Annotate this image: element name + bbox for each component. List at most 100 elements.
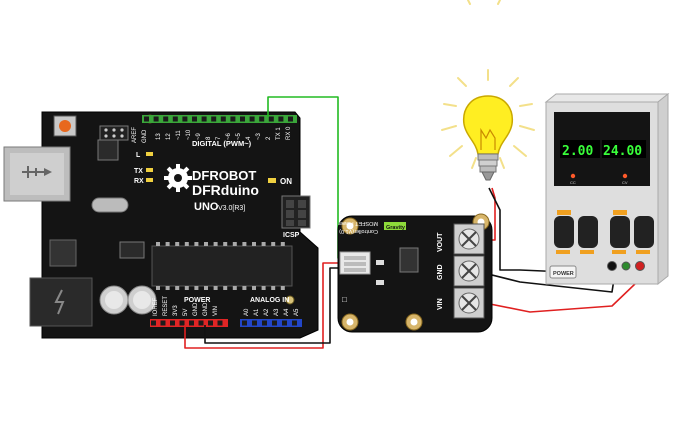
mosfet-module: Gravity MOSFET Power Controller(V1.0) □ … [337,213,493,333]
usb-connector [3,146,71,202]
knob-label-strip [580,250,594,254]
chip-pin [242,286,247,290]
pin-label: 5V [183,309,189,316]
chip-pin [271,242,276,246]
header-pin [259,116,265,122]
icsp-label: ICSP [283,232,300,239]
tx-led [146,168,153,172]
header-pin [242,320,247,326]
power-jack [29,277,93,327]
rx-led [146,178,153,182]
smd-component [376,280,384,285]
power-button[interactable]: POWER [549,265,577,279]
pin-label: GND [193,302,199,316]
atmega-chip [151,242,293,290]
chip-pin [261,242,266,246]
on-led [268,178,276,183]
psu-voltage-left: 2.00 [562,144,593,159]
brand-dfrduino: DFRduino [192,182,259,198]
pin-label: 7 [216,136,222,140]
pin-label: A2 [264,308,270,316]
mounting-hole [341,313,359,331]
analog-header [240,319,302,327]
current-knob-coarse[interactable] [610,210,630,248]
chip-pin [194,286,199,290]
knob-label-strip [636,250,650,254]
voltage-knob-fine[interactable] [578,216,598,248]
pin-label: RX 0 [286,126,292,140]
header-pin [282,320,287,326]
l-led [146,152,153,156]
mosfet-chip [399,247,419,273]
vout-label: VOUT [437,232,444,252]
bulb-base [479,165,497,173]
header-pin [278,116,284,122]
header-pin [249,116,255,122]
terminal-ground[interactable] [621,261,631,271]
header-pin [151,320,156,326]
voltage-knob-coarse[interactable] [554,210,574,248]
chip-pin [223,242,228,246]
header-pin [220,116,226,122]
capacitor [127,285,157,315]
psu-cc-led-left [570,173,576,179]
power-wire-red [184,262,350,349]
screw-terminal-gnd [453,255,485,287]
terminal-positive[interactable] [635,261,645,271]
current-knob-fine[interactable] [634,216,654,248]
gnd-terminal-label: GND [437,264,444,280]
icsp-header [281,195,311,229]
power-header-label: POWER [184,297,210,304]
pin-label: TX 1 [276,127,282,140]
mounting-hole [285,295,295,305]
chip-pin [194,242,199,246]
terminal-negative[interactable] [607,261,617,271]
l-label: L [136,152,141,159]
header-pin [288,116,293,122]
pin-label: ~5 [236,132,242,140]
header-pin [201,116,207,122]
digital-header-label: DIGITAL (PWM~) [192,139,252,148]
header-pin [172,116,178,122]
psu-display-left [560,140,600,158]
pin-label: ~10 [186,129,192,140]
chip-pin [213,286,218,290]
capacitor [99,285,129,315]
gravity-badge [384,222,406,230]
chip-pin [252,242,256,246]
chip-pin [232,286,237,290]
header-pin [292,320,297,326]
pin-label: RESET [163,296,169,316]
voltage-regulator [49,239,77,267]
chip-pin [232,242,237,246]
psu-display-right [602,140,646,158]
psu-cc-label-left: CC [570,180,576,185]
chip-pin [184,286,189,290]
pin-label: A1 [254,308,260,316]
header-pin [217,320,223,326]
light-bulb [441,0,535,181]
pin-label: A5 [294,308,300,316]
usb-chip [97,139,119,161]
pin-label: ~11 [176,130,182,140]
pin-label: VIN [213,306,219,316]
pin-label: 12 [166,133,172,140]
pin-label: ~3 [256,132,262,140]
chip-pin [156,286,160,290]
header-pin [192,116,197,122]
chip-pin [261,286,266,290]
psu-voltage-right: 24.00 [603,144,642,159]
chip-pin [223,286,228,290]
header-pin [262,320,267,326]
pin-label: GND [203,302,209,316]
header-pin [272,320,277,326]
bulb-base [478,159,498,167]
mounting-hole [341,217,359,235]
header-pin [198,320,204,326]
chip-pin [165,286,170,290]
chip-pin [213,242,218,246]
digital-header [142,115,297,123]
chip-pin [280,242,285,246]
pin-label: ~6 [226,132,232,140]
